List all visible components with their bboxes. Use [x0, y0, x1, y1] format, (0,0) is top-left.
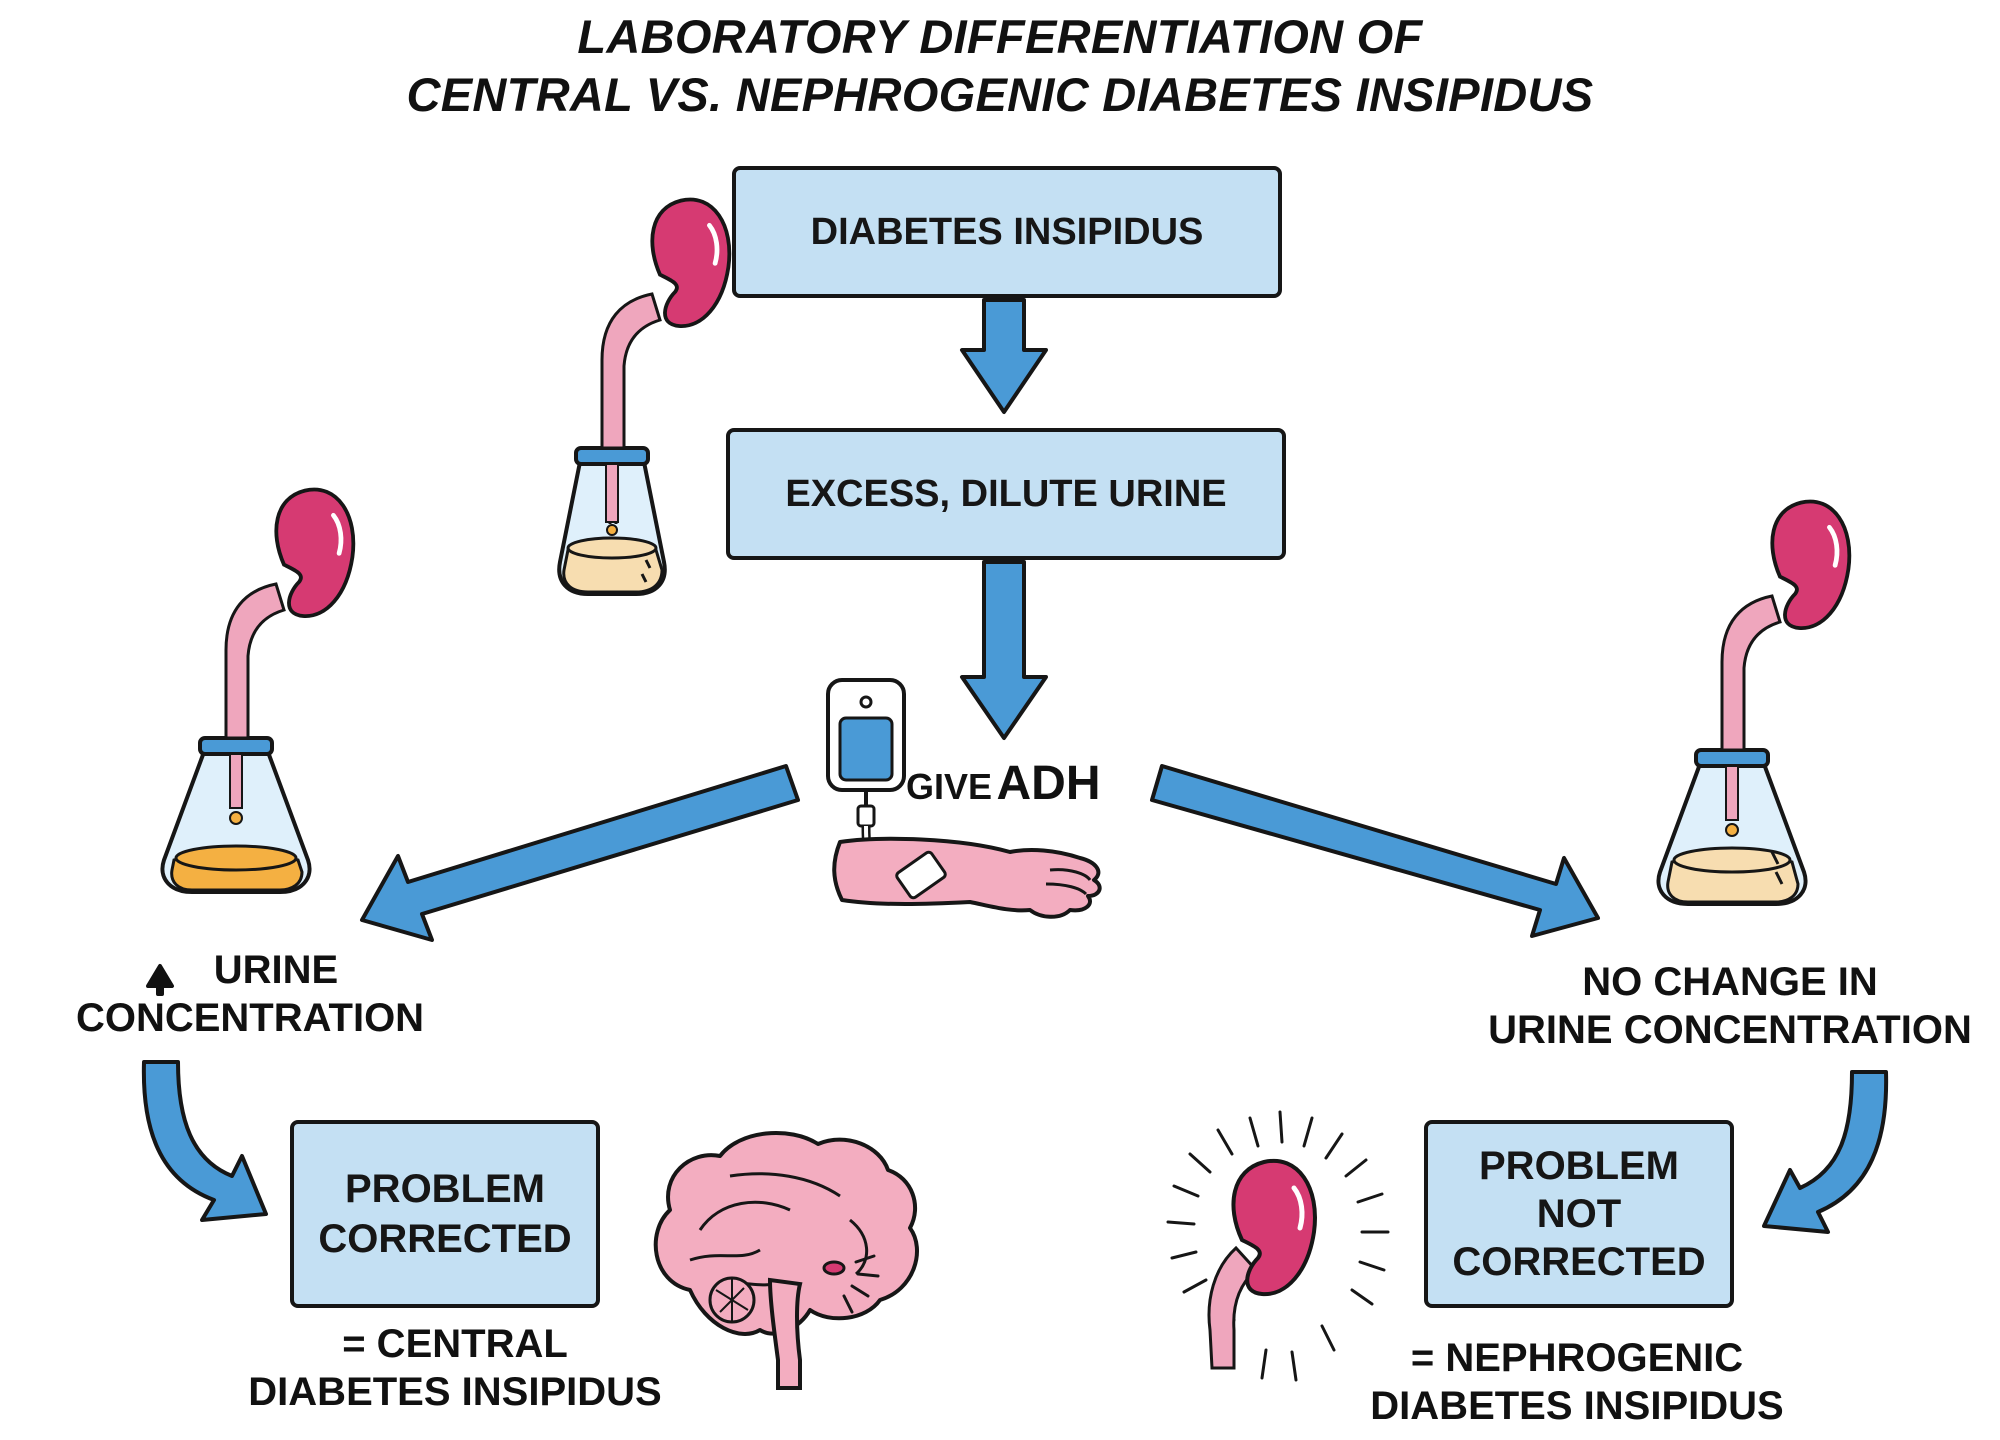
no-change-line1: NO CHANGE IN [1582, 960, 1878, 1004]
problem-not-corrected-line1: PROBLEM [1479, 1144, 1679, 1188]
curved-arrow-right [1762, 1070, 1889, 1234]
nephro-line1: = NEPHROGENIC [1410, 1336, 1744, 1380]
curved-arrow-left [141, 1060, 268, 1222]
adh-label: ADH [996, 757, 1101, 810]
kidney-flask-icon [160, 489, 353, 894]
iv-bag-arm-icon [826, 678, 1102, 919]
problem-not-corrected-line2: NOT [1536, 1192, 1622, 1236]
central-line1: = CENTRAL [342, 1322, 568, 1366]
brain-icon [653, 1131, 919, 1390]
diagram-title-line1: LABORATORY DIFFERENTIATION OF [577, 10, 1423, 63]
give-adh-label: GIVE ADH [906, 756, 1146, 811]
excess-dilute-urine-label: EXCESS, DILUTE URINE [785, 472, 1227, 515]
kidney-flask-icon [1656, 501, 1849, 906]
no-change-label: NO CHANGE IN URINE CONCENTRATION [1480, 958, 1980, 1054]
give-label: GIVE [906, 766, 993, 807]
diabetes-insipidus-box: DIABETES INSIPIDUS [732, 166, 1282, 298]
diagram-title-line2: CENTRAL VS. NEPHROGENIC DIABETES INSIPID… [406, 68, 1594, 121]
arrow-down-1 [960, 298, 1048, 414]
problem-not-corrected-box: PROBLEM NOT CORRECTED [1424, 1120, 1734, 1308]
no-change-line2: URINE CONCENTRATION [1488, 1008, 1972, 1052]
kidney-flask-icon [557, 199, 729, 596]
problem-not-corrected-line3: CORRECTED [1452, 1240, 1706, 1284]
arrow-down-2 [960, 560, 1048, 740]
urine-line2: CONCENTRATION [75, 996, 425, 1040]
urine-line1: URINE [213, 948, 339, 992]
arrow-to-nephrogenic [1150, 764, 1600, 938]
problem-corrected-box: PROBLEM CORRECTED [290, 1120, 600, 1308]
diabetes-insipidus-label: DIABETES INSIPIDUS [810, 210, 1204, 253]
problem-corrected-line2: CORRECTED [318, 1217, 572, 1261]
increased-urine-concentration-label: URINE CONCENTRATION [40, 946, 460, 1042]
problem-corrected-line1: PROBLEM [345, 1167, 545, 1211]
up-arrow-icon [146, 964, 174, 996]
kidney-icon [1166, 1110, 1390, 1382]
arrow-to-central [360, 764, 800, 942]
central-line2: DIABETES INSIPIDUS [248, 1370, 662, 1414]
nephro-line2: DIABETES INSIPIDUS [1370, 1384, 1784, 1428]
nephrogenic-di-label: = NEPHROGENIC DIABETES INSIPIDUS [1352, 1334, 1802, 1430]
excess-dilute-urine-box: EXCESS, DILUTE URINE [726, 428, 1286, 560]
central-di-label: = CENTRAL DIABETES INSIPIDUS [230, 1320, 680, 1416]
